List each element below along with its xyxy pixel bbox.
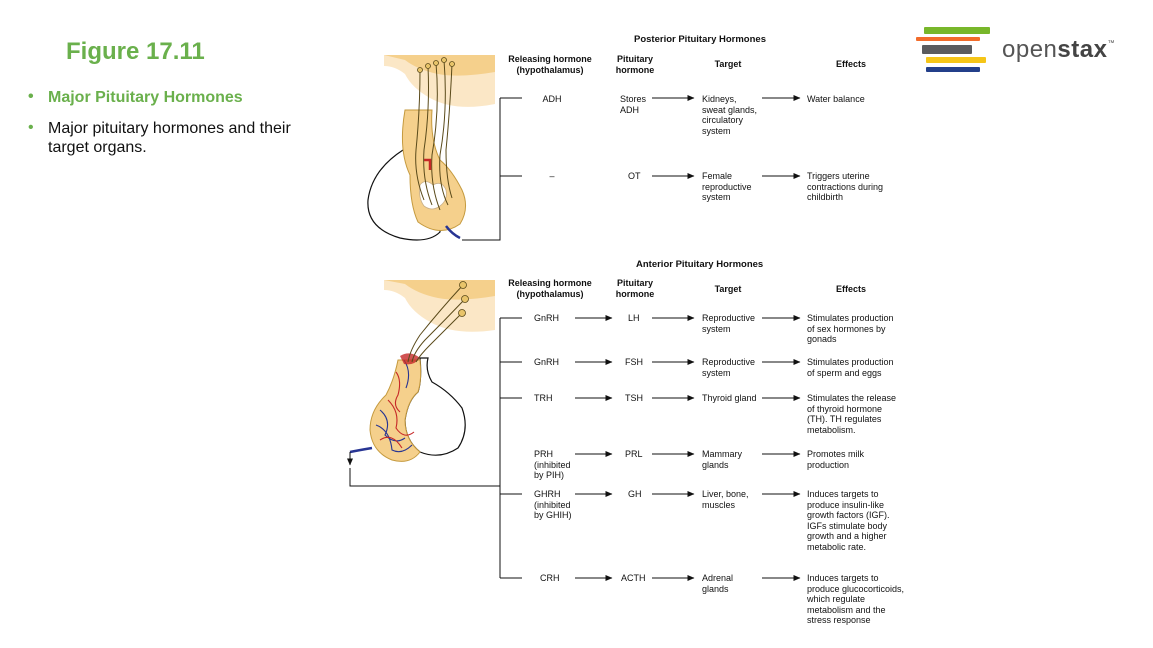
pituitary-hormone: PRL bbox=[625, 449, 643, 459]
header-pituitary: Pituitary hormone bbox=[615, 278, 655, 299]
posterior-pituitary-illustration bbox=[367, 55, 501, 241]
header-effects: Effects bbox=[835, 284, 866, 294]
anterior-section-title: Anterior Pituitary Hormones bbox=[636, 259, 764, 270]
effects: Stimulates production of sex hormones by… bbox=[807, 313, 894, 344]
header-releasing: Releasing hormone (hypothalamus) bbox=[508, 54, 592, 75]
bullet-list: Major Pituitary Hormones Major pituitary… bbox=[28, 87, 308, 169]
effects: Triggers uterine contractions during chi… bbox=[807, 171, 884, 202]
releasing-hormone: PRH (inhibited by PIH) bbox=[534, 449, 571, 480]
target: Adrenal glands bbox=[702, 573, 734, 594]
pituitary-hormone: TSH bbox=[625, 393, 643, 403]
target: Reproductive system bbox=[702, 313, 756, 334]
target: Mammary glands bbox=[702, 449, 742, 470]
releasing-hormone: ADH bbox=[542, 94, 562, 104]
pituitary-hormone: OT bbox=[628, 171, 641, 181]
effects: Stimulates production of sperm and eggs bbox=[807, 357, 894, 378]
effects: Induces targets to produce insulin-like … bbox=[807, 489, 890, 552]
posterior-connectors bbox=[500, 95, 801, 179]
logo-wordmark: openstax™ bbox=[1002, 36, 1115, 63]
posterior-section-title: Posterior Pituitary Hormones bbox=[634, 34, 766, 45]
target: Kidneys, sweat glands, circulatory syste… bbox=[702, 94, 758, 136]
target: Reproductive system bbox=[702, 357, 756, 378]
target: Liver, bone, muscles bbox=[702, 489, 749, 510]
releasing-hormone: – bbox=[549, 171, 555, 181]
pituitary-hormone: ACTH bbox=[621, 573, 646, 583]
anterior-connectors bbox=[500, 315, 801, 581]
header-target: Target bbox=[714, 59, 742, 69]
effects: Induces targets to produce glucocorticoi… bbox=[807, 573, 905, 625]
releasing-hormone: GHRH (inhibited by GHIH) bbox=[534, 489, 572, 520]
effects: Stimulates the release of thyroid hormon… bbox=[807, 393, 897, 435]
bullet-item: Major Pituitary Hormones bbox=[28, 87, 308, 107]
pituitary-hormone: Stores ADH bbox=[620, 94, 647, 115]
header-target: Target bbox=[714, 284, 742, 294]
logo-bar bbox=[924, 27, 990, 34]
anterior-pituitary-illustration bbox=[347, 280, 501, 578]
logo-bar bbox=[926, 67, 980, 72]
releasing-hormone: GnRH bbox=[534, 357, 560, 367]
pituitary-hormone: FSH bbox=[625, 357, 643, 367]
logo-bar bbox=[926, 57, 986, 63]
logo-bar bbox=[916, 37, 980, 41]
effects: Promotes milk production bbox=[807, 449, 865, 470]
releasing-hormone: TRH bbox=[534, 393, 553, 403]
target: Thyroid gland bbox=[702, 393, 757, 403]
logo-bar bbox=[922, 45, 972, 54]
header-pituitary: Pituitary hormone bbox=[615, 54, 655, 75]
bullet-item: Major pituitary hormones and their targe… bbox=[28, 118, 308, 157]
openstax-logo: openstax™ bbox=[914, 26, 1124, 78]
header-releasing: Releasing hormone (hypothalamus) bbox=[508, 278, 592, 299]
effects: Water balance bbox=[807, 94, 865, 104]
releasing-hormone: CRH bbox=[540, 573, 560, 583]
releasing-hormone: GnRH bbox=[534, 313, 560, 323]
slide-title: Figure 17.11 bbox=[66, 38, 205, 65]
target: Female reproductive system bbox=[702, 171, 752, 202]
pituitary-hormone: GH bbox=[628, 489, 642, 499]
pituitary-hormone: LH bbox=[628, 313, 640, 323]
header-effects: Effects bbox=[835, 59, 866, 69]
